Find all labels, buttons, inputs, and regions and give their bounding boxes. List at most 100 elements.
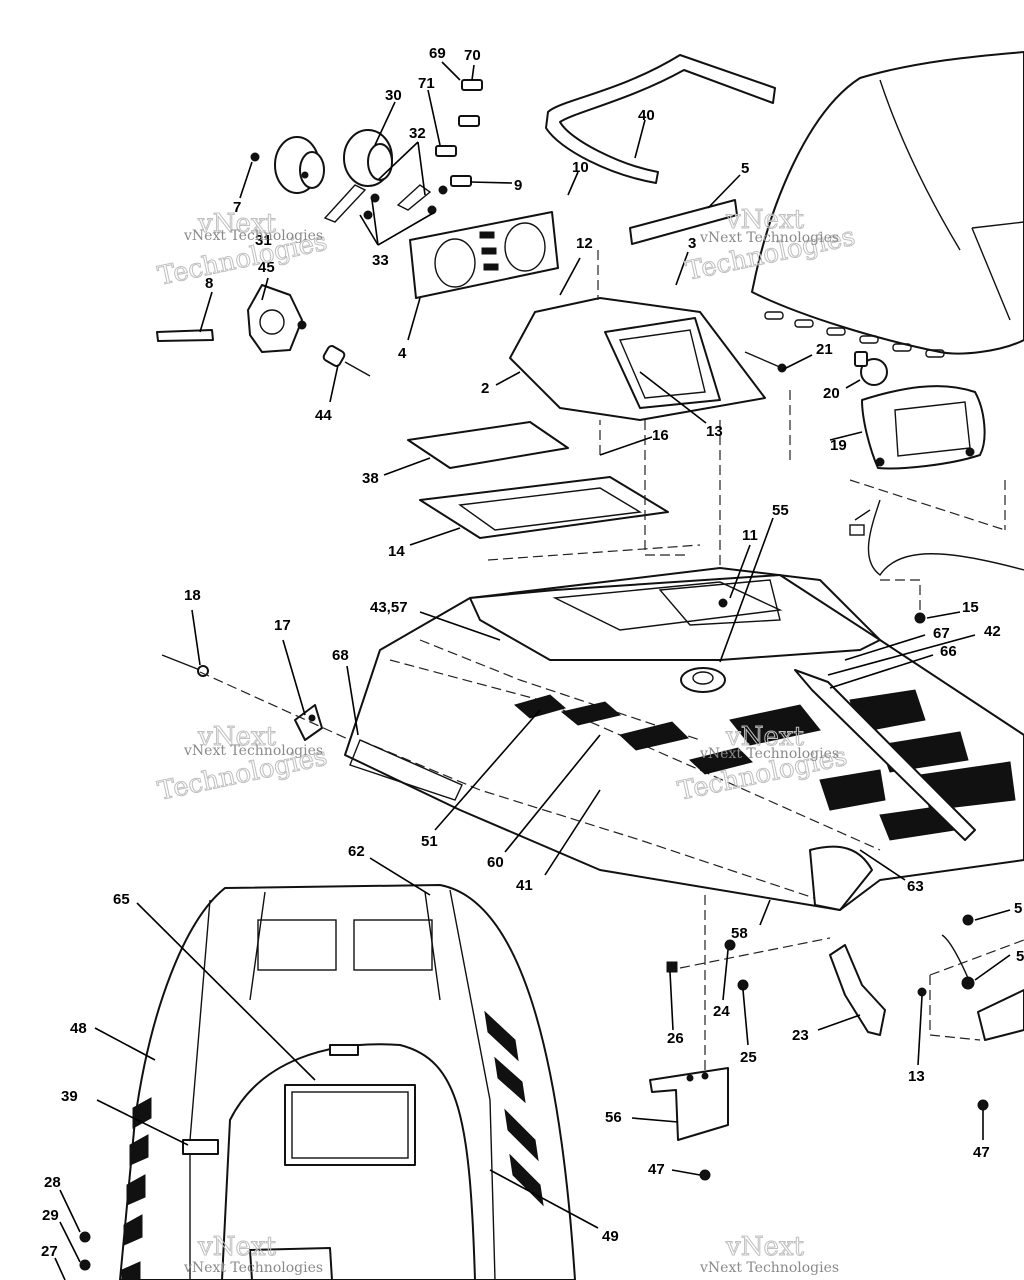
callout-16: 16	[652, 427, 669, 444]
callout-9: 9	[514, 177, 522, 194]
mounting-hardware	[666, 914, 989, 1181]
svg-text:vNext Technologies: vNext Technologies	[183, 1260, 323, 1276]
callout-27: 27	[41, 1243, 58, 1260]
callout-4: 4	[398, 345, 407, 362]
latch-plate	[977, 989, 1024, 1041]
callout-23: 23	[792, 1027, 809, 1044]
callout-30: 30	[385, 87, 402, 104]
callout-66: 66	[940, 643, 957, 660]
callout-24: 24	[713, 1003, 730, 1020]
callout-48: 48	[70, 1020, 87, 1037]
callout-41: 41	[516, 877, 533, 894]
ignition-key	[322, 345, 371, 377]
svg-text:vNext: vNext	[197, 1232, 276, 1262]
svg-text:vNext Technologies: vNext Technologies	[699, 1260, 839, 1276]
gasket-sheet	[407, 421, 569, 469]
gauge-nuts	[363, 185, 448, 220]
svg-text:vNext: vNext	[197, 722, 276, 752]
callout-44: 44	[315, 407, 332, 424]
callout-19: 19	[830, 437, 847, 454]
callout-68: 68	[332, 647, 349, 664]
svg-text:vNext Technologies: vNext Technologies	[699, 746, 839, 762]
tachometer-gauge	[250, 136, 325, 194]
callout-15: 15	[962, 599, 979, 616]
assembly-lines	[199, 250, 1024, 1070]
callout-17: 17	[274, 617, 291, 634]
hood-assembly	[344, 567, 1024, 911]
callout-10: 10	[572, 159, 589, 176]
callout-47-right: 47	[973, 1144, 990, 1161]
ignition-switch	[247, 284, 307, 353]
callout-69: 69	[429, 45, 446, 62]
watermark-bottom-left: vNext vNext Technologies	[183, 1232, 323, 1277]
callout-67: 67	[933, 625, 950, 642]
callout-51: 51	[421, 833, 438, 850]
callout-42: 42	[984, 623, 1001, 640]
callout-18: 18	[184, 587, 201, 604]
adjuster-screw	[744, 351, 787, 373]
headlight-bulb	[854, 351, 888, 386]
svg-text:vNext Technologies: vNext Technologies	[183, 743, 323, 759]
lower-body	[79, 884, 576, 1280]
hinge-pin	[161, 654, 209, 677]
decal-strip	[629, 199, 738, 245]
svg-text:vNext Technologies: vNext Technologies	[699, 230, 839, 246]
leader-lines	[54, 61, 1011, 1280]
callout-28: 28	[44, 1174, 61, 1191]
callout-12: 12	[576, 235, 593, 252]
speedometer-gauge	[323, 129, 432, 223]
callout-5: 5	[741, 160, 749, 177]
support-bracket	[649, 1067, 729, 1141]
callout-2: 2	[481, 380, 489, 397]
callout-29: 29	[42, 1207, 59, 1224]
callout-26: 26	[667, 1030, 684, 1047]
callout-25: 25	[740, 1049, 757, 1066]
indicator-lenses	[435, 79, 483, 187]
callout-8: 8	[205, 275, 213, 292]
console-tray	[419, 476, 669, 539]
windshield-mount-slots	[764, 311, 945, 358]
watermark-bottom-right: vNext vNext Technologies	[699, 1232, 839, 1277]
callout-49: 49	[602, 1228, 619, 1245]
callout-45: 45	[258, 259, 275, 276]
callout-5-partial-lower: 5	[1016, 948, 1024, 965]
callout-71: 71	[418, 75, 435, 92]
callout-31: 31	[255, 232, 272, 249]
callout-7: 7	[233, 199, 241, 216]
callout-55: 55	[772, 502, 789, 519]
callout-65: 65	[113, 891, 130, 908]
headlight-housing	[861, 385, 986, 470]
callout-3: 3	[688, 235, 696, 252]
trim-strip	[545, 54, 776, 184]
callout-32: 32	[409, 125, 426, 142]
shim-strip	[156, 329, 214, 342]
callout-62: 62	[348, 843, 365, 860]
callout-33: 33	[372, 252, 389, 269]
callout-56: 56	[605, 1109, 622, 1126]
callout-47-left: 47	[648, 1161, 665, 1178]
svg-text:vNext Technologies: vNext Technologies	[183, 228, 323, 244]
callout-39: 39	[61, 1088, 78, 1105]
callout-60: 60	[487, 854, 504, 871]
callout-11: 11	[742, 527, 758, 544]
svg-text:vNext: vNext	[197, 209, 276, 239]
dash-housing	[509, 297, 766, 421]
svg-text:vNext: vNext	[725, 205, 804, 235]
latch-bracket	[829, 944, 886, 1036]
callout-40: 40	[638, 107, 655, 124]
callout-13-lower: 13	[908, 1068, 925, 1085]
hinge-bracket	[294, 704, 323, 741]
callout-70: 70	[464, 47, 481, 64]
windshield	[751, 51, 1024, 358]
callout-20: 20	[823, 385, 840, 402]
callout-58: 58	[731, 925, 748, 942]
instrument-panel	[409, 211, 559, 299]
svg-text:vNext: vNext	[725, 1232, 804, 1262]
callout-14: 14	[388, 543, 405, 560]
watermark-top-left: vNext Technologies vNext Technologies	[155, 209, 331, 293]
svg-text:vNext: vNext	[725, 722, 804, 752]
callout-5-partial-upper: 5	[1014, 900, 1022, 917]
callout-43-57: 43,57	[370, 599, 408, 616]
wiring-harness	[849, 499, 1024, 577]
